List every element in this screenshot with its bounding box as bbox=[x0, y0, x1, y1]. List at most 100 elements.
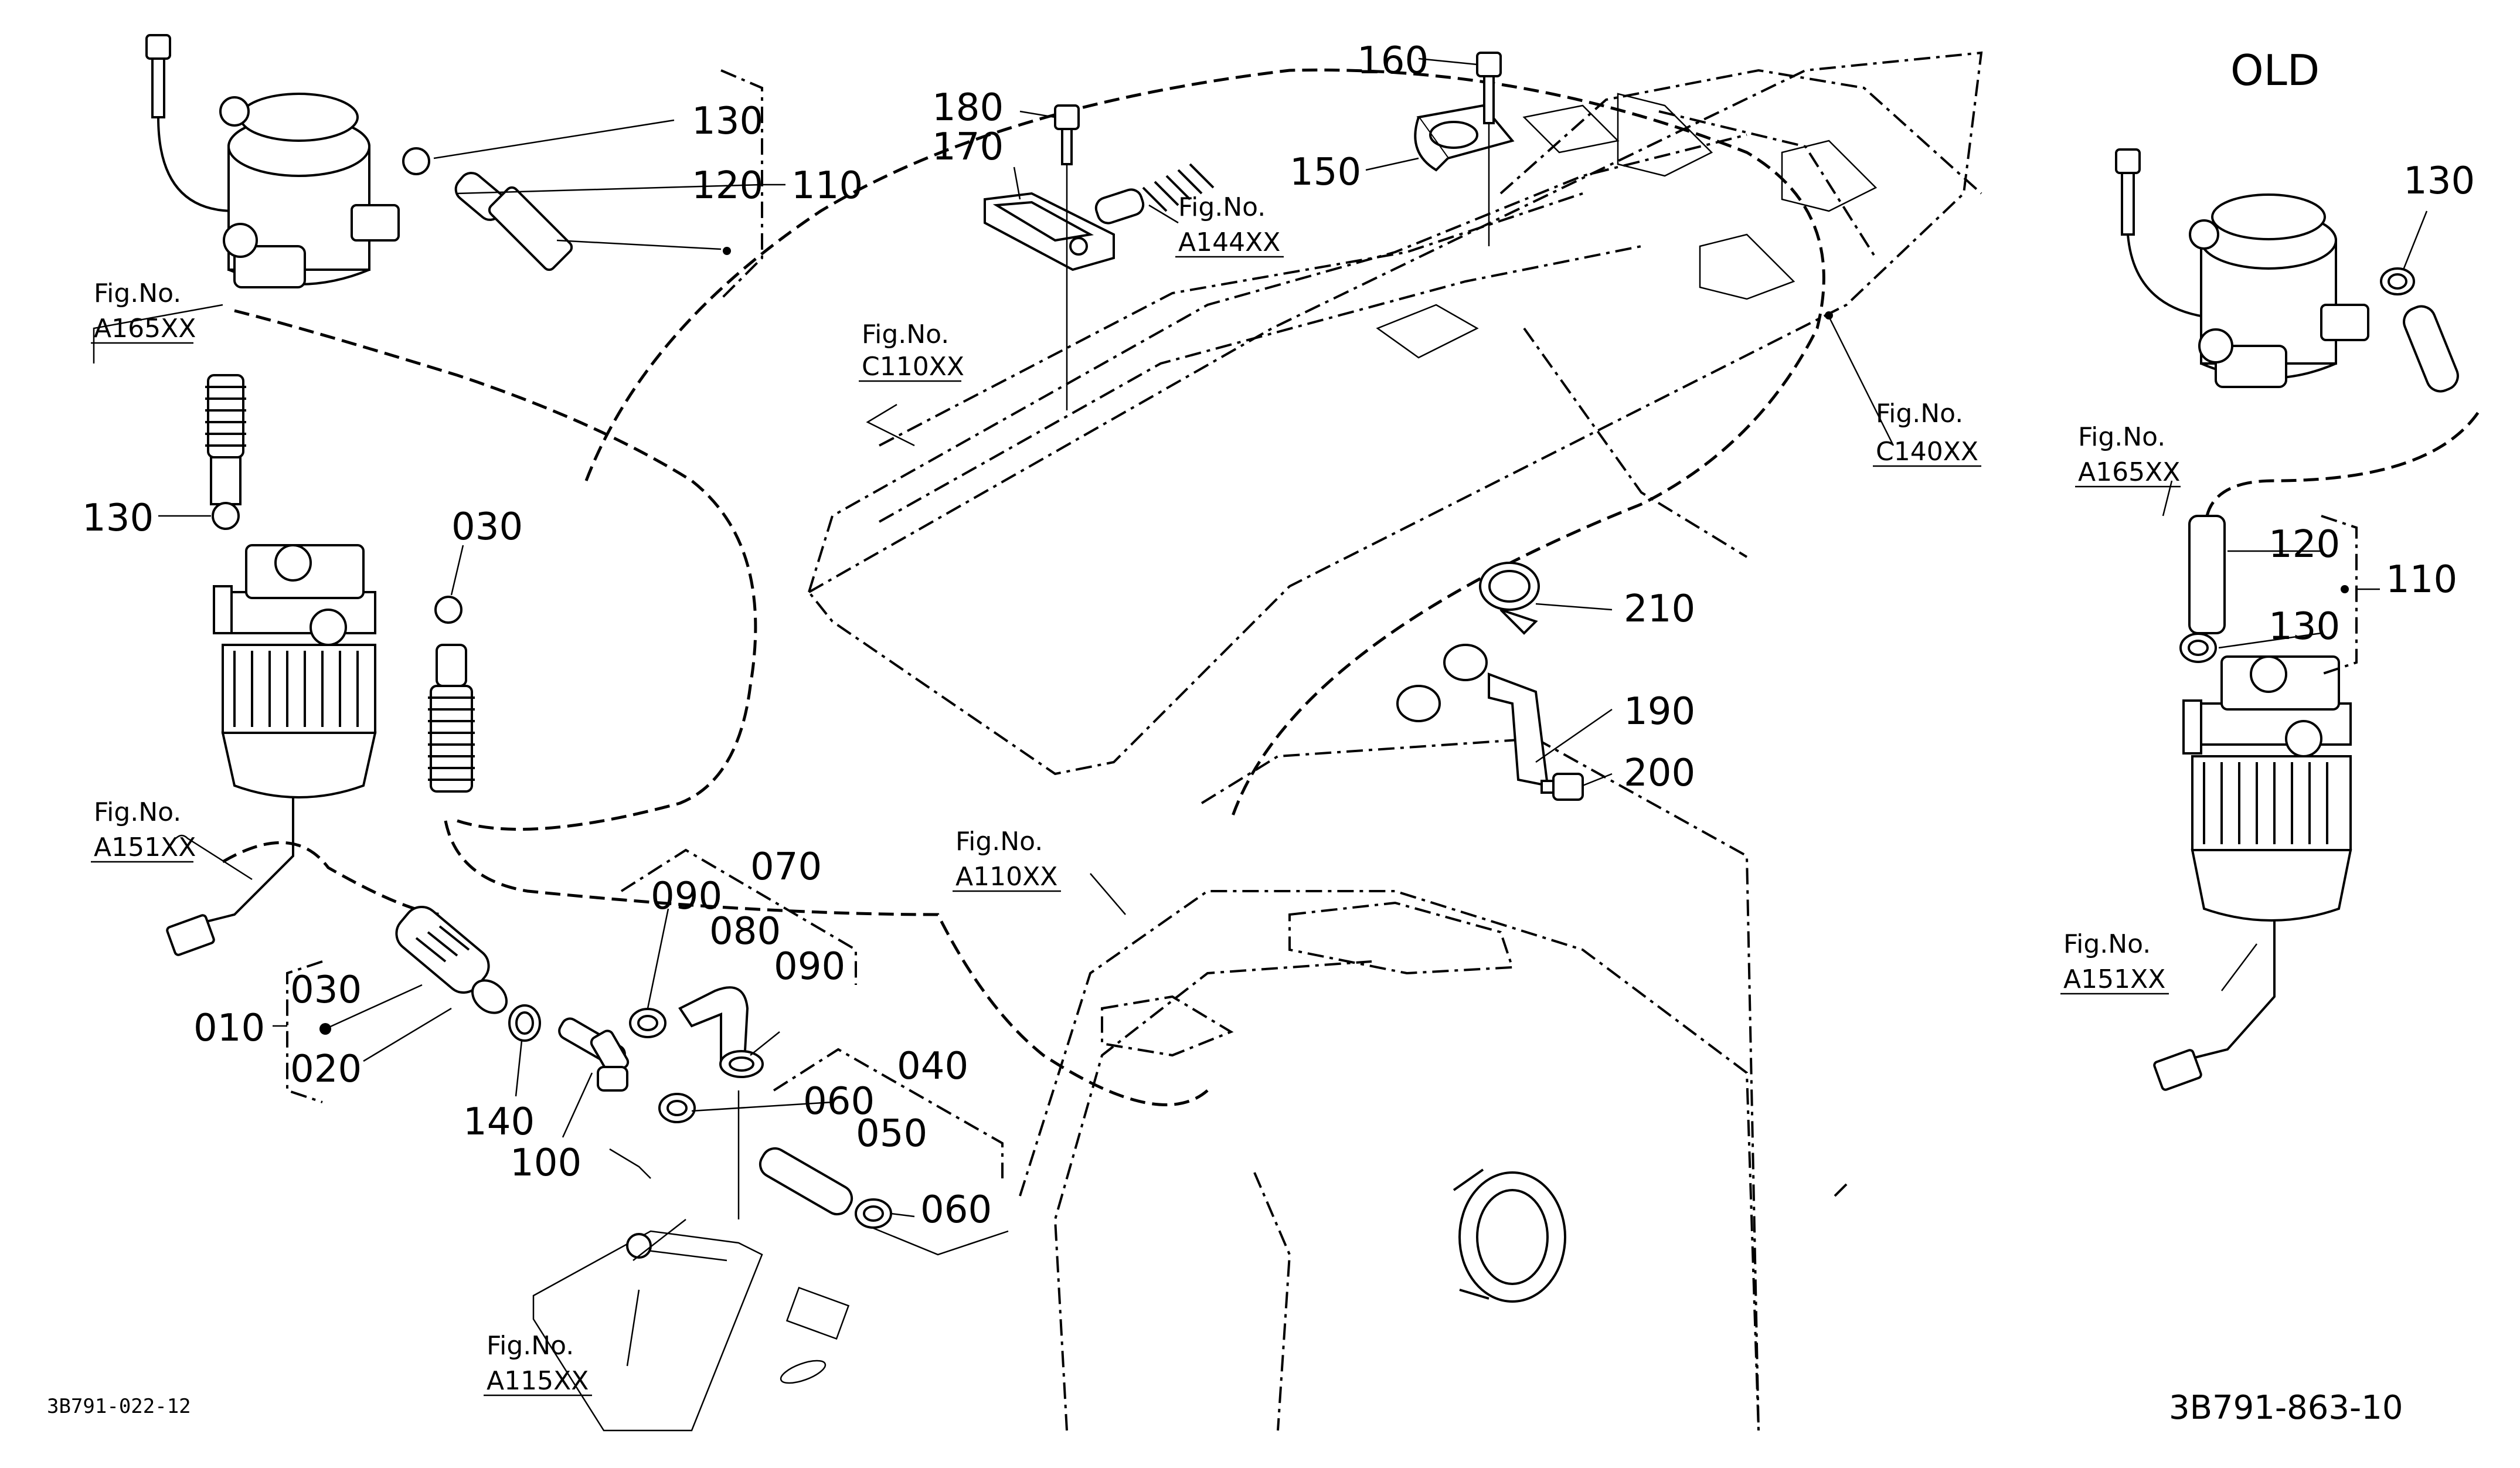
svg-text:C140XX: C140XX bbox=[1876, 437, 1978, 467]
fig-ref-a151-left: Fig.No. A151XX bbox=[91, 797, 196, 863]
svg-text:A115XX: A115XX bbox=[487, 1366, 589, 1396]
svg-text:A144XX: A144XX bbox=[1178, 227, 1280, 257]
group-bracket-040 bbox=[773, 1048, 1004, 1178]
svg-text:A151XX: A151XX bbox=[2063, 964, 2165, 994]
fig-ref-a115: Fig.No. A115XX bbox=[484, 1331, 592, 1396]
hose-right-upper bbox=[2403, 305, 2459, 393]
callout-140: 140 bbox=[463, 1100, 535, 1144]
tee-100 bbox=[558, 1017, 630, 1092]
callout-120-right: 120 bbox=[2269, 523, 2340, 566]
clamp-210 bbox=[1479, 562, 1540, 635]
fuel-filter-left bbox=[166, 544, 377, 956]
callouts: 130 120 110 130 030 030 010 020 140 100 … bbox=[82, 39, 2475, 1232]
bolt-160 bbox=[1476, 52, 1502, 246]
callout-180: 180 bbox=[932, 86, 1004, 130]
svg-text:Fig.No.: Fig.No. bbox=[1876, 399, 1963, 429]
fuel-tank-outline bbox=[1019, 737, 1760, 1431]
hose-050 bbox=[759, 1147, 853, 1216]
fig-refs: Fig.No. A165XX Fig.No. A151XX Fig.No. C1… bbox=[91, 192, 2181, 1396]
callout-030-lower: 030 bbox=[290, 969, 362, 1012]
callout-030-upper: 030 bbox=[451, 505, 523, 549]
callout-090-a: 090 bbox=[651, 875, 722, 918]
clamp-060-a bbox=[658, 1093, 696, 1123]
hose-030-left bbox=[428, 596, 475, 793]
callout-090-b: 090 bbox=[774, 945, 845, 988]
fig-ref-a110: Fig.No. A110XX bbox=[953, 827, 1061, 892]
group-bracket-010 bbox=[286, 960, 323, 1103]
callout-110-left: 110 bbox=[791, 164, 863, 208]
svg-text:A165XX: A165XX bbox=[2078, 457, 2180, 487]
callout-040: 040 bbox=[897, 1045, 968, 1088]
svg-text:A165XX: A165XX bbox=[94, 314, 196, 344]
callout-060-a: 060 bbox=[803, 1080, 875, 1123]
clamp-090-b bbox=[719, 1050, 764, 1078]
fig-ref-c110: Fig.No. C110XX bbox=[859, 320, 964, 382]
fuel-filter-right-old bbox=[2153, 655, 2352, 1091]
callout-050: 050 bbox=[856, 1112, 927, 1156]
fuel-pump-right-old bbox=[2115, 148, 2369, 388]
fuel-hose-routes bbox=[222, 68, 1848, 1197]
callout-130-mid-left: 130 bbox=[82, 497, 154, 540]
svg-text:Fig.No.: Fig.No. bbox=[955, 827, 1043, 857]
hose-120-left bbox=[402, 147, 573, 271]
svg-text:Fig.No.: Fig.No. bbox=[94, 797, 181, 827]
bracket-190 bbox=[1396, 644, 1549, 787]
leader-lines bbox=[93, 57, 2428, 1367]
chassis-frame-outline bbox=[807, 51, 1983, 776]
clamp-090-a bbox=[629, 1008, 666, 1038]
callout-060-b: 060 bbox=[920, 1188, 992, 1232]
svg-text:Fig.No.: Fig.No. bbox=[862, 320, 949, 349]
svg-text:Fig.No.: Fig.No. bbox=[2078, 422, 2165, 452]
callout-130-top-right: 130 bbox=[2403, 159, 2475, 203]
drawing-code-left: 3B791-022-12 bbox=[47, 1395, 191, 1418]
group-bracket-110-left bbox=[720, 69, 763, 300]
svg-text:C110XX: C110XX bbox=[862, 352, 964, 382]
fig-ref-a151-right: Fig.No. A151XX bbox=[2060, 929, 2169, 995]
hose-120-right bbox=[2188, 409, 2481, 634]
callout-160: 160 bbox=[1357, 39, 1429, 83]
fig-ref-a144: Fig.No. A144XX bbox=[1175, 192, 1284, 258]
elbow-080 bbox=[678, 986, 749, 1062]
callout-100: 100 bbox=[510, 1141, 581, 1185]
callout-120-left: 120 bbox=[692, 164, 763, 208]
svg-text:A151XX: A151XX bbox=[94, 832, 196, 862]
spring-hose-a144 bbox=[1094, 163, 1215, 225]
bolt-180 bbox=[1054, 104, 1080, 410]
clamp-150 bbox=[1414, 104, 1515, 172]
callout-200: 200 bbox=[1624, 752, 1695, 795]
callout-130-bottom-right: 130 bbox=[2269, 605, 2340, 648]
callout-020: 020 bbox=[290, 1048, 362, 1091]
group-bracket-070 bbox=[620, 848, 857, 985]
svg-text:Fig.No.: Fig.No. bbox=[94, 278, 181, 308]
fig-ref-a165-left: Fig.No. A165XX bbox=[91, 278, 196, 344]
callout-110-right: 110 bbox=[2386, 558, 2457, 602]
variant-label-old: OLD bbox=[2230, 46, 2320, 95]
hose-spring-mid-left bbox=[205, 374, 246, 530]
callout-070: 070 bbox=[750, 845, 822, 889]
fig-ref-c140: Fig.No. C140XX bbox=[1873, 399, 1981, 467]
svg-text:Fig.No.: Fig.No. bbox=[487, 1331, 574, 1361]
clamp-140 bbox=[508, 1004, 541, 1042]
bolt-200 bbox=[1540, 773, 1584, 801]
callout-150: 150 bbox=[1290, 151, 1361, 194]
clamp-130-right-top bbox=[2380, 267, 2415, 295]
callout-010: 010 bbox=[193, 1007, 265, 1050]
bracket-170 bbox=[984, 192, 1115, 271]
callout-080: 080 bbox=[709, 910, 781, 953]
svg-text:A110XX: A110XX bbox=[955, 862, 1057, 892]
svg-text:Fig.No.: Fig.No. bbox=[1178, 192, 1266, 222]
fitting-010-assembly bbox=[395, 905, 508, 1014]
clamp-130-right-bottom bbox=[2179, 633, 2217, 663]
group-bracket-110-right bbox=[2321, 515, 2358, 675]
callout-170: 170 bbox=[932, 125, 1004, 169]
callout-130-top-left: 130 bbox=[692, 100, 763, 143]
fig-ref-a165-right: Fig.No. A165XX bbox=[2075, 422, 2181, 488]
drawing-code-right: 3B791-863-10 bbox=[2169, 1389, 2403, 1427]
battery-tray-outline bbox=[532, 1230, 850, 1432]
callout-190: 190 bbox=[1624, 690, 1695, 733]
clamp-060-b bbox=[855, 1198, 892, 1229]
callout-210: 210 bbox=[1624, 587, 1695, 631]
svg-text:Fig.No.: Fig.No. bbox=[2063, 929, 2151, 959]
fuel-pump-left bbox=[145, 34, 400, 288]
